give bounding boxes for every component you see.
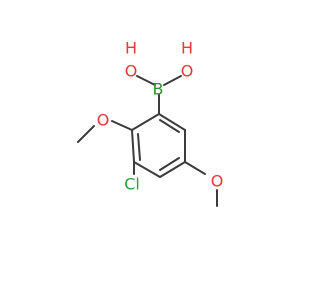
hydroxyl-left-oxygen-label: O <box>125 62 138 81</box>
aromatic-inner-bond-left <box>137 133 141 161</box>
bond-o-methyl-left <box>77 125 95 143</box>
ring-bond-c6-c1 <box>158 113 186 131</box>
boronic-acid-structure-diagram: B H O H O O Cl O <box>77 39 224 207</box>
methoxy-para-oxygen-label: O <box>211 172 224 191</box>
ring-bond-c1-c2 <box>131 113 160 131</box>
methoxy-ortho-oxygen-label: O <box>97 111 110 130</box>
hydroxyl-right-hydrogen-label: H <box>181 39 193 58</box>
hydroxyl-right-oxygen-label: O <box>181 62 194 81</box>
bond-b-o-left <box>136 75 156 86</box>
aromatic-inner-bond-bottom-right <box>159 157 180 171</box>
ring-bond-c4-c5 <box>159 161 186 178</box>
ring-bond-c2-c3 <box>131 129 135 163</box>
bond-b-o-right <box>163 75 182 86</box>
ring-bond-c3-c4 <box>133 161 161 178</box>
bond-c2-o <box>111 120 133 131</box>
hydroxyl-left-hydrogen-label: H <box>125 39 137 58</box>
aromatic-inner-bond-top-right <box>159 119 180 133</box>
boron-atom-label: B <box>153 80 164 99</box>
chlorine-atom-label: Cl <box>124 175 140 194</box>
bond-c5-o <box>184 161 206 175</box>
